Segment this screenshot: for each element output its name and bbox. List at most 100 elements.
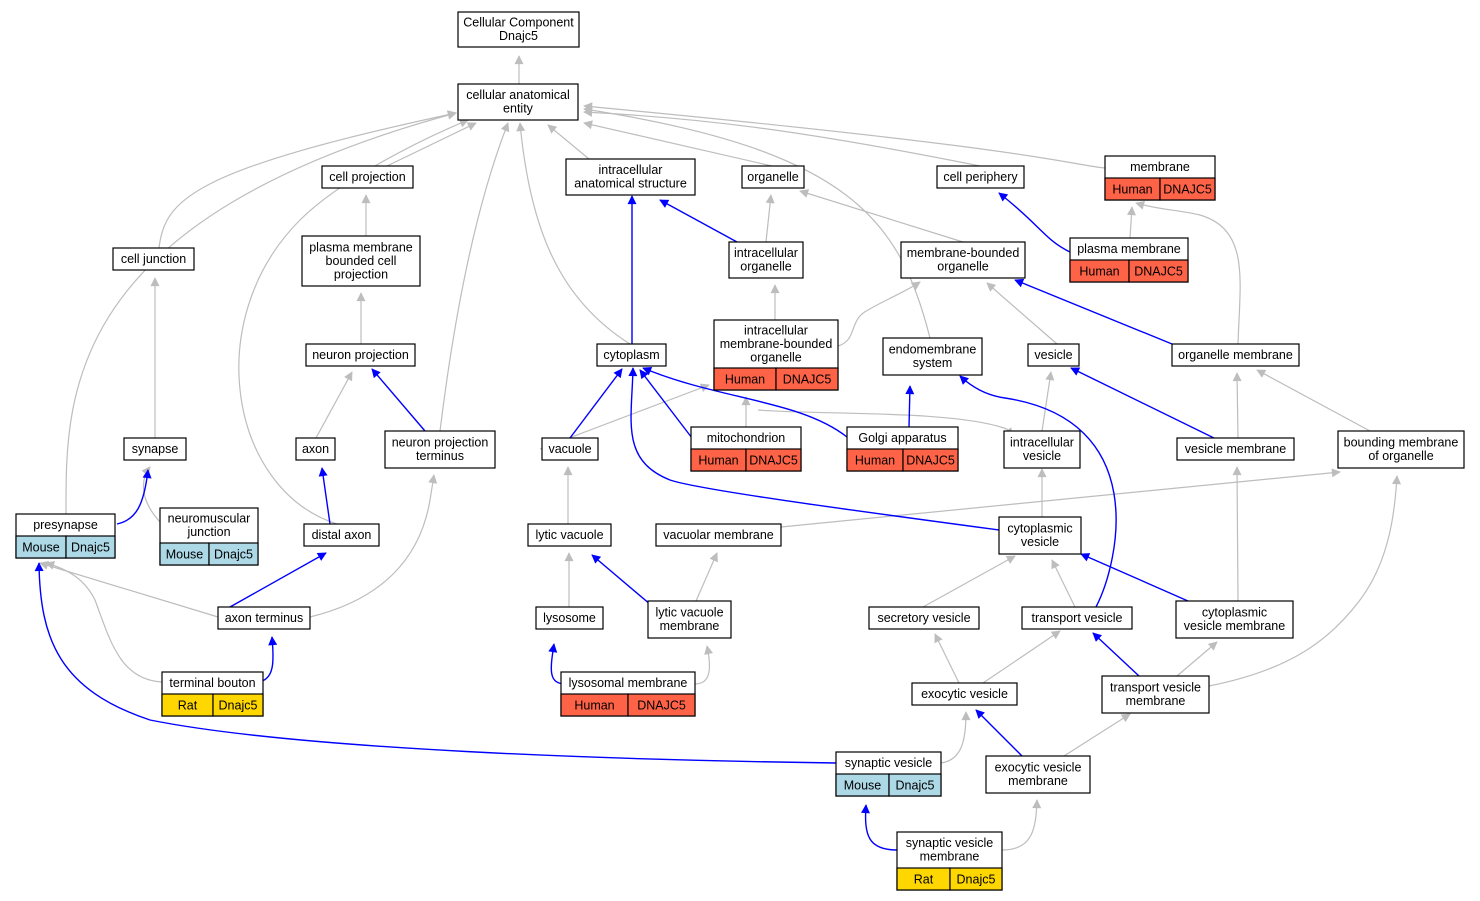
node-box bbox=[321, 165, 414, 189]
node-box bbox=[998, 516, 1082, 555]
node-transport-vesicle[interactable]: transport vesicle bbox=[1021, 606, 1133, 630]
is-a-edge-5 bbox=[583, 102, 1106, 169]
gene-cell: DNAJC5 bbox=[749, 454, 798, 468]
node-axon[interactable]: axon bbox=[295, 437, 336, 461]
node-label: plasma membrane bbox=[309, 240, 413, 254]
is-a-edge-37 bbox=[982, 630, 1061, 684]
node-label: cell junction bbox=[121, 252, 186, 266]
is-a-edge-15 bbox=[799, 189, 964, 243]
node-label: intracellular bbox=[1010, 436, 1074, 450]
node-box bbox=[1101, 675, 1210, 714]
is-a-edge-20 bbox=[986, 282, 1058, 345]
gene-cell: DNAJC5 bbox=[1134, 265, 1183, 279]
node-label: transport vesicle bbox=[1110, 681, 1201, 695]
node-distal-axon[interactable]: distal axon bbox=[303, 523, 380, 547]
node-organelle[interactable]: organelle bbox=[741, 165, 805, 189]
node-label: Cellular Component bbox=[463, 16, 574, 30]
part-of-edge-58 bbox=[569, 368, 623, 439]
is-a-edge-28 bbox=[315, 371, 353, 439]
is-a-edge-7 bbox=[65, 110, 457, 515]
node-organelle-membrane[interactable]: organelle membrane bbox=[1171, 343, 1300, 367]
node-cell-projection[interactable]: cell projection bbox=[321, 165, 414, 189]
gene-cell-bg bbox=[949, 867, 1003, 891]
node-exocytic-vesicle[interactable]: exocytic vesicle bbox=[911, 682, 1018, 706]
node-label: membrane-bounded bbox=[720, 337, 833, 351]
node-label: axon bbox=[302, 442, 329, 456]
node-cell-junction[interactable]: cell junction bbox=[112, 247, 195, 271]
node-box bbox=[911, 682, 1018, 706]
node-label: synaptic vesicle bbox=[906, 836, 994, 850]
node-box bbox=[647, 600, 732, 639]
node-cell-periphery[interactable]: cell periphery bbox=[936, 165, 1025, 189]
node-label: exocytic vesicle bbox=[921, 687, 1008, 701]
species-cell: Mouse bbox=[166, 548, 204, 562]
is-a-edge-2 bbox=[547, 124, 590, 160]
gene-cell: Dnajc5 bbox=[219, 699, 258, 713]
gene-cell-bg bbox=[888, 773, 942, 797]
part-of-edge-56 bbox=[229, 552, 327, 608]
node-label: distal axon bbox=[312, 528, 372, 542]
node-vacuole[interactable]: vacuole bbox=[541, 437, 599, 461]
node-neuron-projection[interactable]: neuron projection bbox=[305, 343, 416, 367]
part-of-edge-70 bbox=[34, 562, 837, 764]
node-box bbox=[123, 437, 187, 461]
is-a-edge-11 bbox=[583, 105, 931, 339]
node-label: synaptic vesicle bbox=[845, 756, 933, 770]
node-lysosome[interactable]: lysosome bbox=[535, 606, 604, 630]
node-axon-terminus[interactable]: axon terminus bbox=[217, 606, 311, 630]
part-of-edge-63 bbox=[628, 367, 1000, 531]
node-secretory-vesicle[interactable]: secretory vesicle bbox=[868, 606, 980, 630]
node-vesicle[interactable]: vesicle bbox=[1027, 343, 1080, 367]
node-label: membrane bbox=[920, 850, 980, 864]
node-box bbox=[541, 437, 599, 461]
node-label: lysosome bbox=[543, 611, 596, 625]
node-label: organelle bbox=[937, 260, 988, 274]
node-box bbox=[303, 523, 380, 547]
node-cytoplasm[interactable]: cytoplasm bbox=[596, 343, 667, 367]
node-synapse[interactable]: synapse bbox=[123, 437, 187, 461]
node-lytic-vacuole[interactable]: lytic vacuole bbox=[527, 523, 612, 547]
node-label: neuromuscular bbox=[168, 512, 251, 526]
part-of-edge-55 bbox=[318, 467, 331, 525]
species-cell: Human bbox=[1112, 183, 1152, 197]
part-of-edge-69 bbox=[975, 709, 1023, 757]
is-a-edge-3 bbox=[583, 120, 773, 167]
node-vesicle-membrane[interactable]: vesicle membrane bbox=[1176, 437, 1295, 461]
node-imbo[interactable]: intracellularmembrane-boundedorganelleHu… bbox=[713, 319, 839, 391]
node-box bbox=[1337, 430, 1465, 469]
node-label: membrane bbox=[660, 619, 720, 633]
is-a-edge-39 bbox=[922, 555, 1016, 608]
node-box bbox=[1003, 430, 1081, 469]
node-box bbox=[457, 11, 580, 48]
node-label: vacuolar membrane bbox=[663, 528, 774, 542]
node-label: anatomical structure bbox=[574, 177, 687, 191]
node-vacuolar-membrane[interactable]: vacuolar membrane bbox=[655, 523, 782, 547]
species-cell: Human bbox=[698, 454, 738, 468]
is-a-edge-44 bbox=[45, 560, 163, 683]
